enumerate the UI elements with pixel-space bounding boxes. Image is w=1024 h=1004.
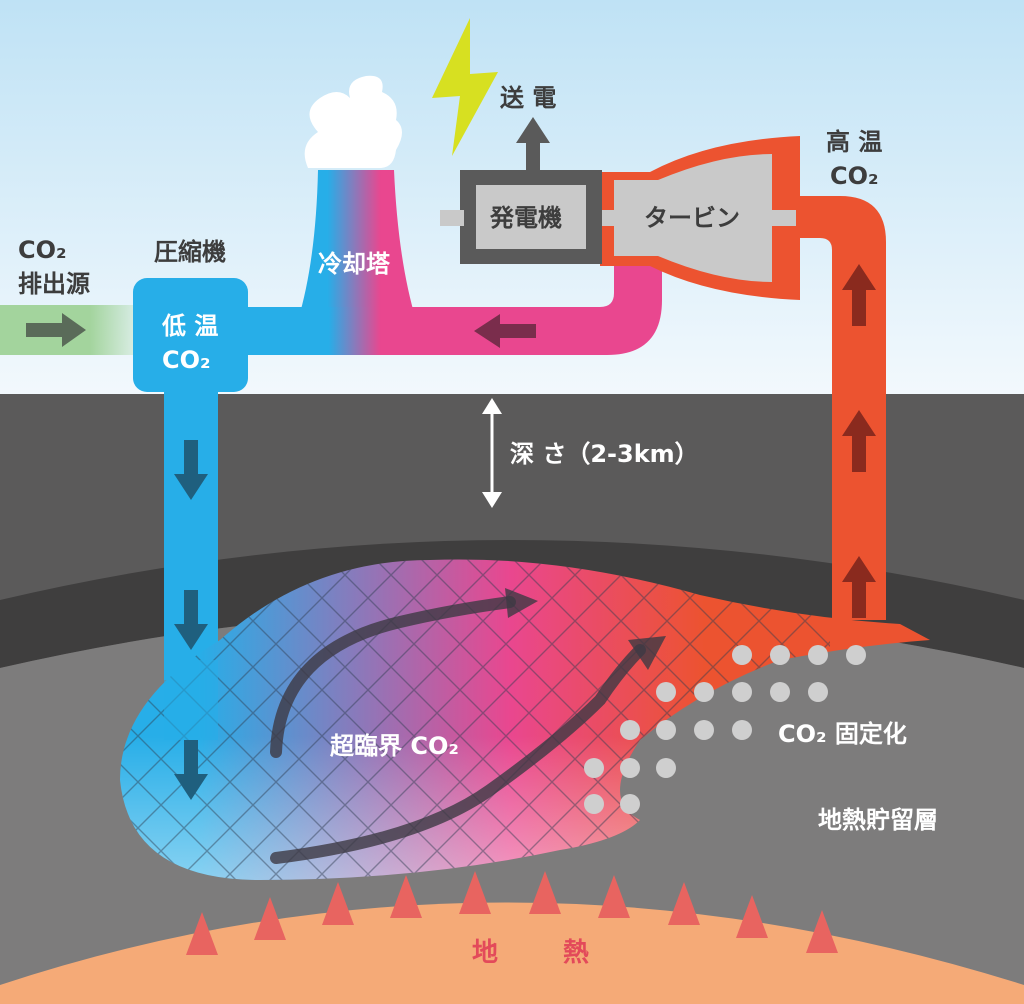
depth-indicator xyxy=(482,398,502,508)
flow-arrowhead-upper-icon xyxy=(505,588,538,618)
co2-fixation-label: CO₂ 固定化 xyxy=(778,720,907,748)
lightning-bolt-icon xyxy=(432,18,498,156)
turbine xyxy=(614,154,772,282)
generator-shaft xyxy=(598,210,622,226)
geothermal-label: 地 熱 xyxy=(472,938,618,968)
return-flow-arrow-icon xyxy=(474,314,536,348)
turbine-shaft xyxy=(770,210,796,226)
heat-triangles xyxy=(186,871,838,955)
steam-cloud-icon xyxy=(304,75,402,168)
flow-arrow-icons xyxy=(270,596,646,864)
compressor-label: 圧縮機 xyxy=(154,238,226,266)
return-pipe-mid xyxy=(300,307,415,355)
power-up-arrow-icon xyxy=(516,117,550,170)
generator-panel xyxy=(476,185,586,249)
high-temp-label: 高 温 xyxy=(826,128,883,156)
co2-fixation-dots xyxy=(584,645,866,814)
flow-arrowhead-lower-icon xyxy=(628,636,666,670)
cooling-tower-label: 冷却塔 xyxy=(318,250,390,278)
low-temp-label: 低 温 xyxy=(162,312,219,340)
high-temp-co2-label: CO₂ xyxy=(830,162,879,190)
down-arrow-icons xyxy=(174,440,208,800)
source-arrow-icon xyxy=(26,313,86,347)
injection-pipe-lower xyxy=(164,660,218,740)
compressor xyxy=(133,278,248,392)
supercritical-co2-label: 超臨界 CO₂ xyxy=(330,732,459,760)
reservoir-label: 地熱貯留層 xyxy=(818,806,938,834)
cooling-tower xyxy=(298,170,416,320)
geothermal-heat-zone xyxy=(0,902,1024,1004)
turbine-label: タービン xyxy=(644,204,740,232)
power-transmission-label: 送 電 xyxy=(500,84,557,112)
generator-left-shaft xyxy=(440,210,464,226)
co2-source-label-2: 排出源 xyxy=(18,270,90,298)
co2-source-label: CO₂ xyxy=(18,236,67,264)
return-pipe-pink xyxy=(400,230,662,355)
low-temp-co2-label: CO₂ xyxy=(162,346,211,374)
depth-label: 深 さ（2-3km） xyxy=(510,440,699,468)
up-arrow-icons xyxy=(842,264,876,618)
generator-label: 発電機 xyxy=(490,204,562,232)
